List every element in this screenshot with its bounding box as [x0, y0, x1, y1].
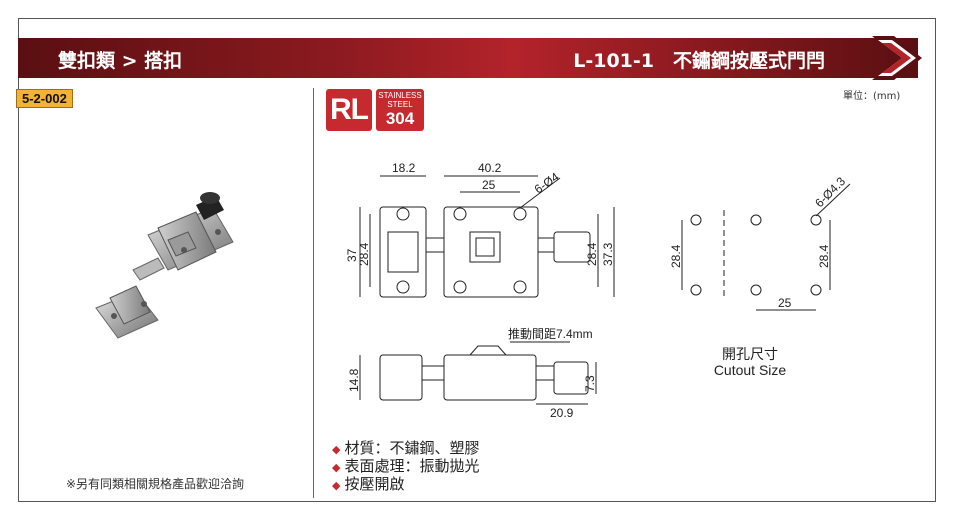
footnote: ※另有同類相關規格產品歡迎洽詢	[66, 477, 245, 491]
diamond-bullet-icon: ◆	[332, 479, 341, 492]
body-side	[443, 354, 537, 401]
dim-cut-h-right: 28.4	[817, 244, 831, 268]
dim-top-w1: 18.2	[392, 161, 416, 175]
title-banner	[18, 38, 918, 78]
bolt-body-front	[443, 206, 539, 298]
spec-item: ◆按壓開啟	[332, 475, 405, 493]
page-frame	[18, 18, 936, 502]
unit-label: 單位：(mm)	[843, 91, 901, 102]
cutout-label-zh: 開孔尺寸	[722, 346, 778, 362]
product-photo	[95, 192, 234, 339]
diamond-bullet-icon: ◆	[332, 461, 341, 474]
steel-text: STEEL	[387, 100, 413, 109]
dim-side-w: 20.9	[550, 406, 574, 420]
dim-cut-h-left: 28.4	[669, 244, 683, 268]
dim-h-right-inner: 28.4	[585, 242, 599, 266]
strike-side	[379, 354, 423, 401]
dim-holes: 6-Ø4	[532, 170, 562, 197]
spec-item: ◆表面處理：振動拋光	[332, 457, 480, 475]
spec-list: ◆材質：不鏽鋼、塑膠 ◆表面處理：振動拋光 ◆按壓開啟	[332, 440, 479, 494]
spec-item: ◆材質：不鏽鋼、塑膠	[332, 439, 480, 457]
diamond-bullet-icon: ◆	[332, 443, 341, 456]
dim-h-outer: 37	[345, 248, 359, 262]
dim-h-inner: 28.4	[357, 242, 371, 266]
dim-cut-w: 25	[778, 296, 792, 310]
category-title: 雙扣類 > 搭扣	[58, 50, 183, 72]
product-code-badge: 5-2-002	[16, 89, 73, 108]
grade-text: 304	[385, 109, 415, 128]
dim-side-h: 14.8	[347, 368, 361, 392]
product-title: L-101-1 不鏽鋼按壓式門閂	[573, 50, 825, 72]
stainless-304-logo: STAINLESS STEEL 304	[376, 89, 424, 131]
banner-arrow-icon	[872, 36, 922, 80]
dim-top-w3: 25	[482, 178, 496, 192]
rl-logo: RL	[326, 89, 372, 131]
dim-side-knob: 7.3	[583, 375, 597, 392]
cutout-label: 開孔尺寸 Cutout Size	[700, 346, 800, 378]
stainless-text: STAINLESS	[378, 91, 422, 100]
vertical-divider	[313, 88, 314, 498]
dim-top-w2: 40.2	[478, 161, 502, 175]
technical-drawing: 18.2 40.2 25 6-Ø4 37 28.4 28.4 37.3 推動間距…	[345, 161, 851, 420]
dim-h-right-outer: 37.3	[601, 242, 615, 266]
cutout-label-en: Cutout Size	[713, 362, 787, 378]
dim-cut-holes: 6-Ø4.3	[812, 174, 848, 210]
push-knob-front	[553, 231, 591, 263]
dim-stroke: 推動間距7.4mm	[508, 327, 593, 341]
